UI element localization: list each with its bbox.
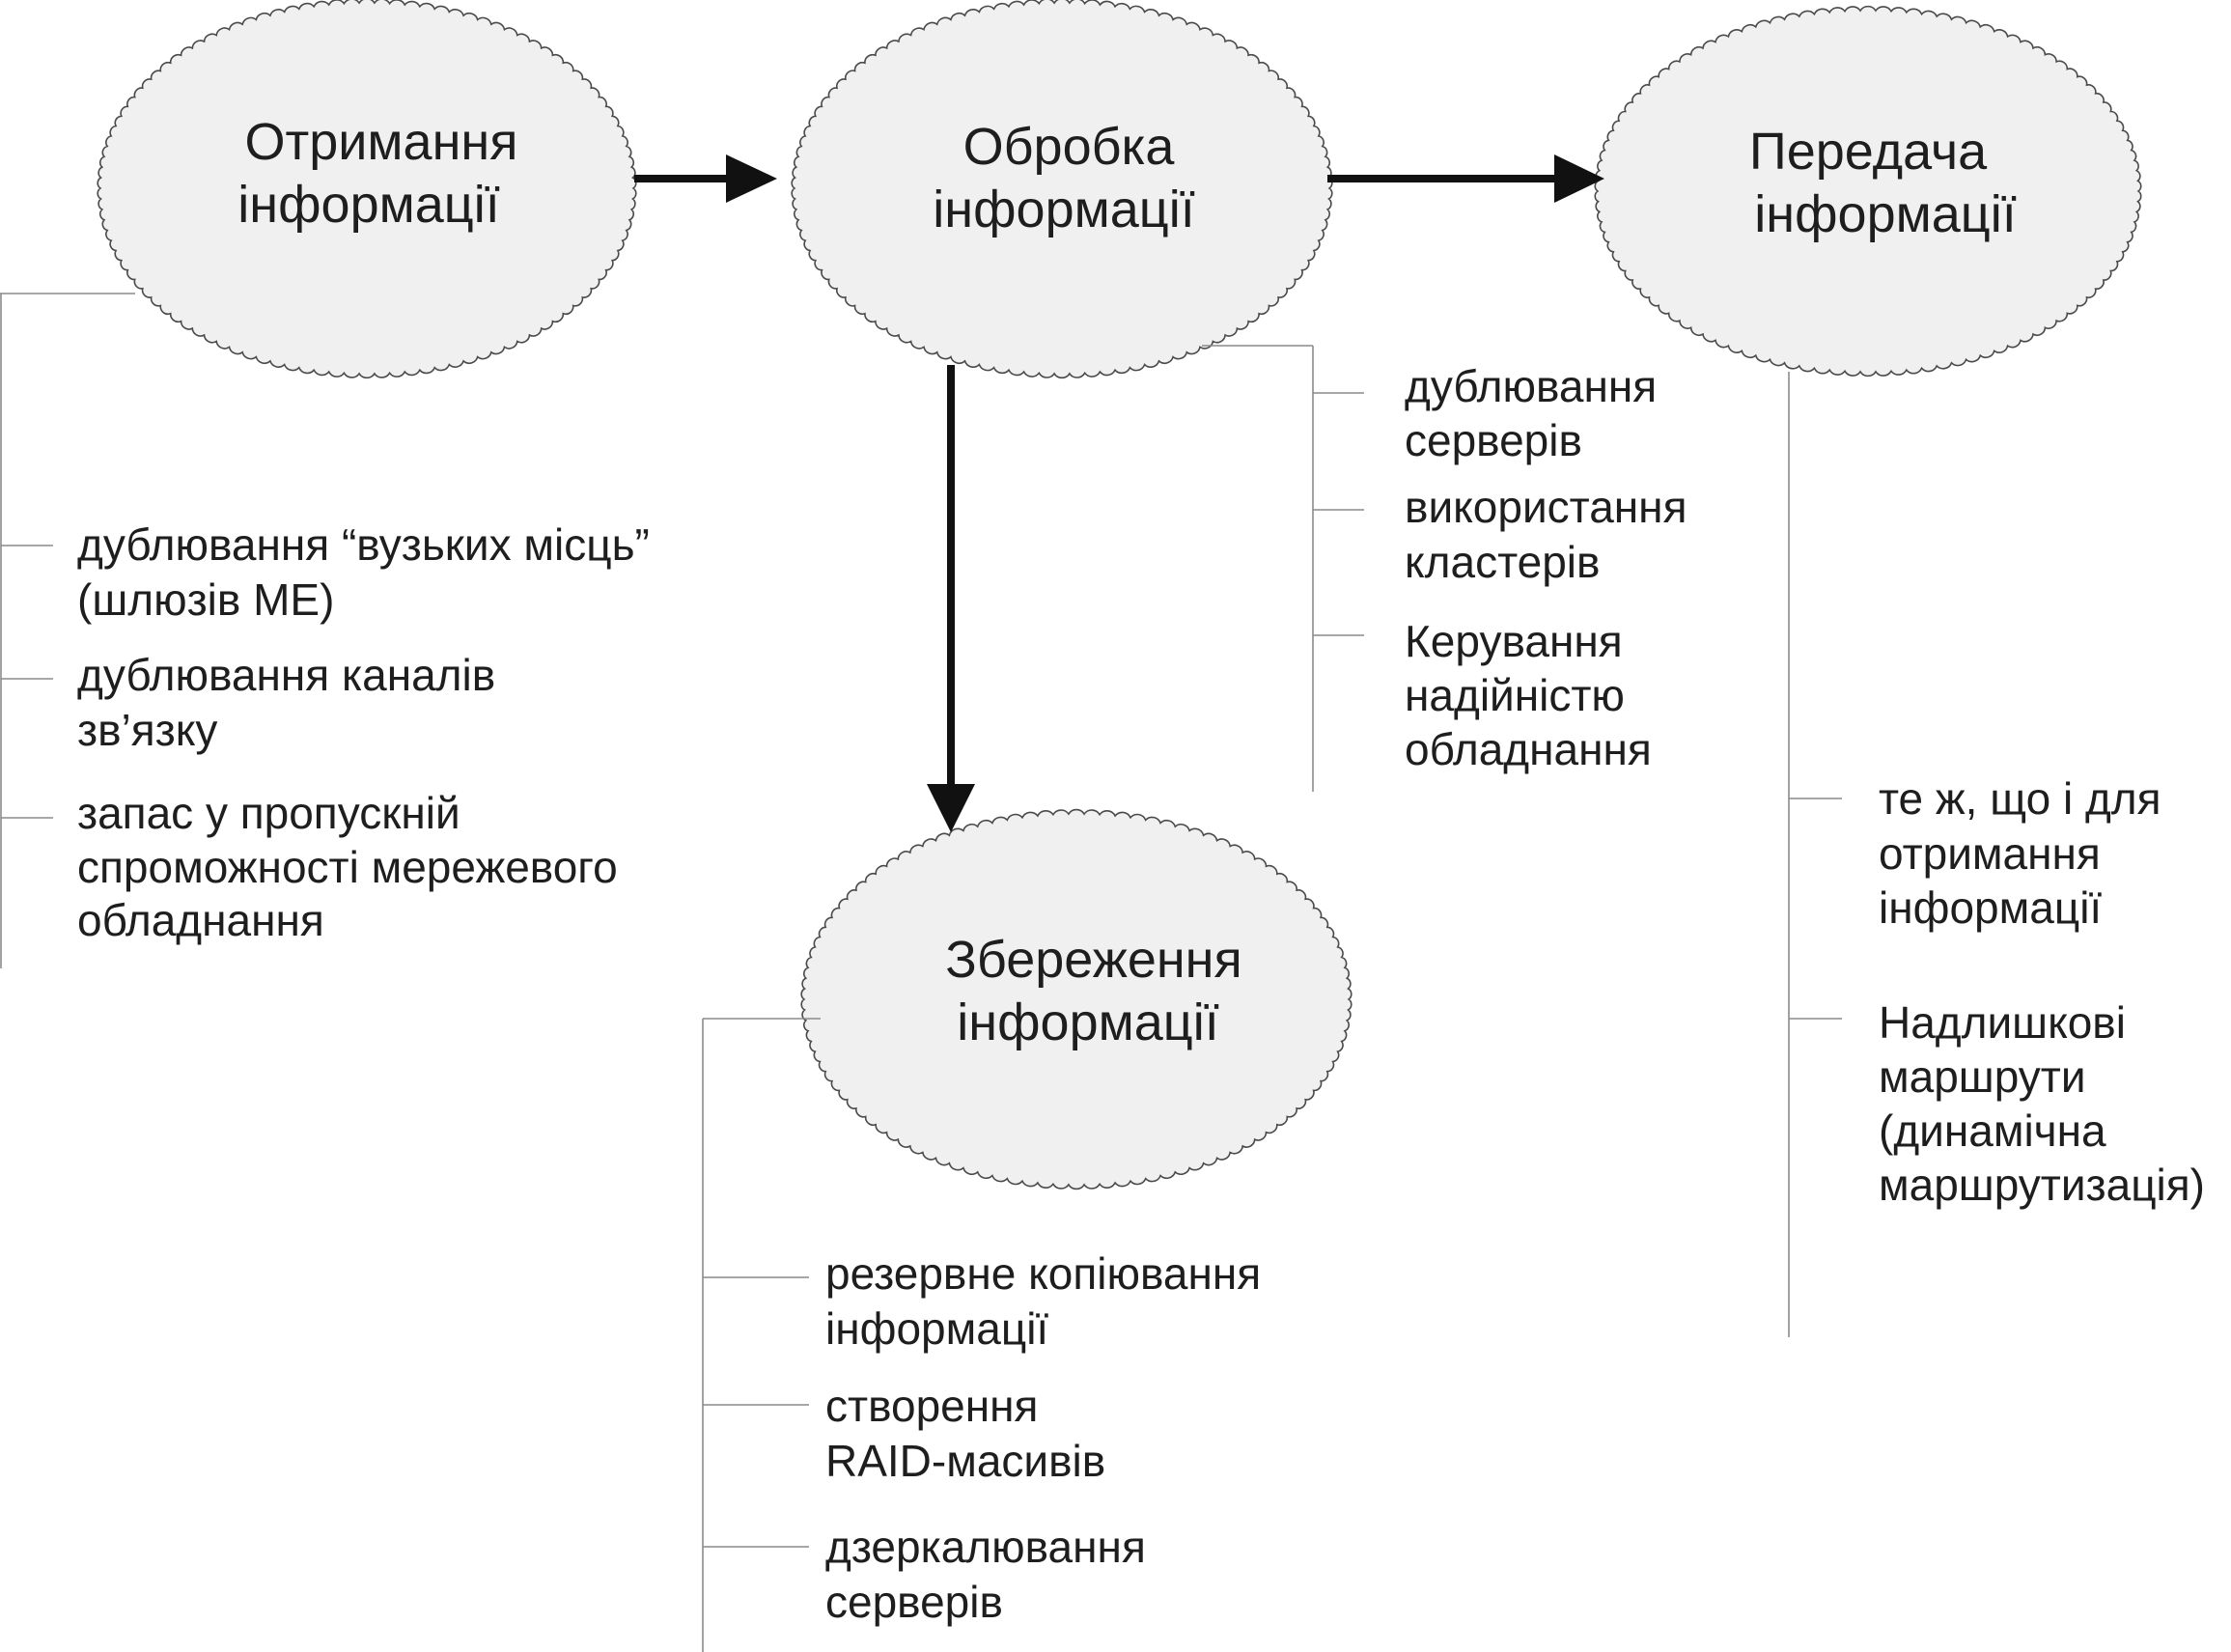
item-text-line: (динамічна	[1879, 1106, 2106, 1156]
cloud-process: Обробка інформації	[791, 0, 1333, 379]
cloud-receive: Отримання інформації	[97, 0, 637, 379]
item-text-line: маршрутизація)	[1879, 1160, 2205, 1210]
store-item-3: дзеркалювання серверів	[825, 1522, 1146, 1627]
item-text-line: створення	[825, 1381, 1038, 1431]
item-text-line: дублювання каналів	[77, 650, 495, 700]
item-text-line: спроможності мережевого	[77, 842, 618, 892]
node-store-line2: інформації	[957, 994, 1218, 1051]
item-text-line: обладнання	[77, 895, 324, 945]
cloud-shape-process	[791, 0, 1333, 379]
connector-store	[702, 1018, 821, 1652]
item-text-line: кластерів	[1405, 537, 1600, 587]
node-receive-line1: Отримання	[245, 113, 518, 171]
item-text-line: інформації	[825, 1303, 1048, 1354]
item-text-line: запас у пропускній	[77, 788, 460, 838]
cloud-shape-store	[800, 808, 1353, 1190]
item-text-line: RAID-масивів	[825, 1436, 1105, 1486]
node-store-line1: Збереження	[945, 931, 1241, 989]
cloud-shape-transmit	[1594, 5, 2142, 378]
receive-item-2: дублювання каналів зв’язку	[77, 650, 495, 755]
item-text-line: надійністю	[1405, 670, 1625, 720]
item-text-line: маршрути	[1879, 1051, 2086, 1102]
item-text-line: зв’язку	[77, 705, 217, 755]
process-item-2: використання кластерів	[1405, 482, 1687, 587]
item-text-line: використання	[1405, 482, 1687, 532]
item-text-line: те ж, що і для	[1879, 773, 2161, 824]
item-text-line: інформації	[1879, 882, 2102, 933]
node-receive-line2: інформації	[237, 176, 499, 234]
transmit-item-2: Надлишкові маршрути (динамічна маршрутиз…	[1879, 997, 2205, 1210]
node-transmit-line1: Передача	[1749, 123, 1988, 181]
arrow-process-to-store	[927, 365, 975, 832]
connector-receive	[0, 293, 135, 968]
arrow-process-to-transmit	[1327, 154, 1604, 203]
store-item-1: резервне копіювання інформації	[825, 1248, 1261, 1354]
item-text-line: обладнання	[1405, 724, 1652, 774]
node-process-line1: Обробка	[963, 118, 1176, 176]
process-item-1: дублювання серверів	[1405, 361, 1657, 465]
connector-process	[1202, 345, 1364, 792]
item-text-line: серверів	[1405, 415, 1582, 465]
item-text-line: дзеркалювання	[825, 1522, 1146, 1572]
receive-item-1: дублювання “вузьких місць” (шлюзів МЕ)	[77, 519, 650, 625]
item-text-line: (шлюзів МЕ)	[77, 574, 334, 625]
node-process-line2: інформації	[933, 181, 1194, 238]
cloud-store: Збереження інформації	[800, 808, 1353, 1190]
process-item-3: Керування надійністю обладнання	[1405, 616, 1652, 774]
item-text-line: серверів	[825, 1577, 1003, 1627]
store-item-2: створення RAID-масивів	[825, 1381, 1105, 1486]
item-text-line: отримання	[1879, 828, 2101, 879]
item-text-line: Надлишкові	[1879, 997, 2126, 1048]
transmit-item-1: те ж, що і для отримання інформації	[1879, 773, 2161, 933]
receive-item-3: запас у пропускній спроможності мережево…	[77, 788, 618, 945]
cloud-transmit: Передача інформації	[1594, 5, 2142, 378]
item-text-line: резервне копіювання	[825, 1248, 1261, 1299]
cloud-shape-receive	[97, 0, 637, 379]
item-text-line: дублювання “вузьких місць”	[77, 519, 650, 570]
arrow-receive-to-process	[634, 154, 777, 203]
node-transmit-line2: інформації	[1754, 185, 2016, 243]
item-text-line: Керування	[1405, 616, 1623, 666]
connector-transmit	[1788, 372, 1842, 1337]
item-text-line: дублювання	[1405, 361, 1657, 411]
